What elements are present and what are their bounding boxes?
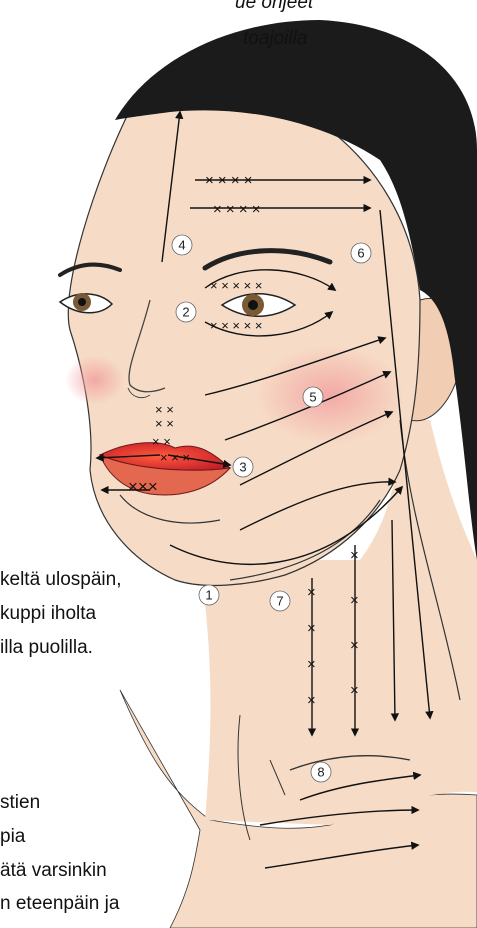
marker-5-label: 5 [309,390,316,405]
face [68,95,420,585]
marker-2-label: 2 [182,305,189,320]
marker-3: 3 [233,457,253,477]
cheek-blush-left [65,355,125,405]
marker-6-label: 6 [357,246,364,261]
x-mark: × × [152,434,171,449]
marker-7-label: 7 [276,594,283,609]
side-text-line-7: n eteenpäin ja [0,893,119,915]
x-mark: × [350,547,359,564]
marker-1: 1 [199,585,219,605]
x-mark: ××× [128,477,158,496]
marker-4-label: 4 [178,238,185,253]
header-text-line-2: toajoilla [243,28,307,50]
side-text-line-5: pia [0,826,25,848]
cheek-blush [255,345,405,445]
x-mark: × × [155,416,174,431]
side-text-line-3: illa puolilla. [0,637,93,659]
marker-4: 4 [172,235,192,255]
marker-8: 8 [311,762,331,782]
x-mark: × [307,692,316,709]
side-text-line-4: stien [0,792,40,814]
header-text-line-1: ue ohjeet [235,0,313,14]
x-mark: × × × × × [210,318,262,333]
marker-6: 6 [351,243,371,263]
x-mark: × × [155,402,174,417]
side-text-line-2: kuppi iholta [0,603,96,625]
x-mark: × × × × [205,172,253,189]
x-mark: × [350,592,359,609]
x-mark: × × × × × [210,278,262,293]
x-mark: × [307,584,316,601]
marker-3-label: 3 [239,460,246,475]
side-text-line-6: ätä varsinkin [0,860,107,882]
x-mark: × × × [160,450,190,465]
x-mark: × [307,656,316,673]
x-mark: × × × × [213,201,261,218]
marker-8-label: 8 [317,765,324,780]
x-mark: × [350,637,359,654]
marker-7: 7 [270,591,290,611]
marker-2: 2 [176,302,196,322]
x-mark: × [307,620,316,637]
x-mark: × [350,682,359,699]
marker-1-label: 1 [205,588,212,603]
side-text-line-1: keltä ulospäin, [0,569,121,591]
marker-5: 5 [303,387,323,407]
